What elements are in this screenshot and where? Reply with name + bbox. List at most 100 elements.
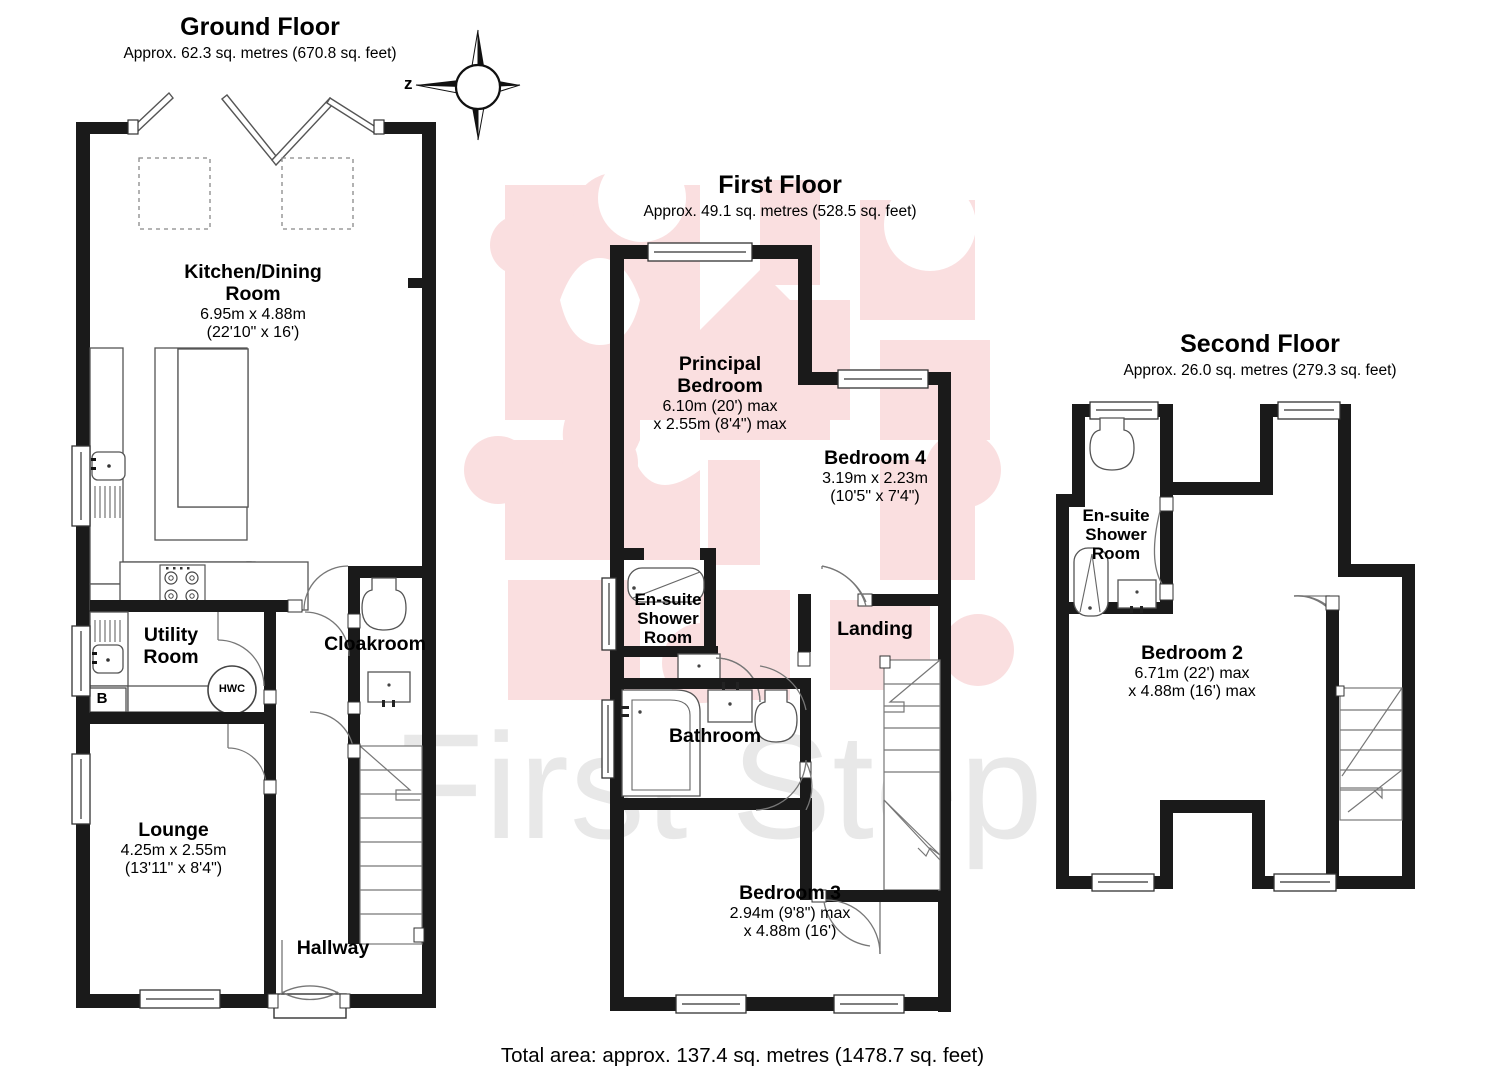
- window: [647, 242, 753, 262]
- room-dim-imperial: (10'5" x 7'4"): [830, 487, 920, 505]
- room-label-bedroom-2: Bedroom 2 6.71m (22') max x 4.88m (16') …: [1082, 642, 1302, 701]
- room-name-line2: Bedroom: [677, 374, 763, 397]
- window: [675, 994, 747, 1014]
- shower-tray-icon: [1073, 547, 1109, 617]
- skylight: [138, 157, 354, 230]
- toilet-icon: [754, 689, 798, 743]
- room-name-line3: Room: [1091, 544, 1141, 564]
- window: [139, 989, 221, 1009]
- room-name-line1: En-suite: [634, 590, 702, 609]
- room-dim-metric: 4.25m x 2.55m: [120, 841, 227, 859]
- room-name-line1: Bedroom 2: [1141, 642, 1243, 664]
- staircase: [1339, 687, 1403, 821]
- door-swing: [217, 639, 265, 687]
- basin-icon: [1117, 579, 1157, 613]
- second-floor-plan: [1056, 401, 1415, 892]
- window: [601, 577, 617, 651]
- room-name-line1: Bedroom 3: [739, 882, 841, 904]
- door-swing: [304, 611, 350, 657]
- room-label-landing: Landing: [810, 618, 940, 641]
- room-name-line3: Room: [643, 628, 693, 648]
- door-swing: [227, 747, 267, 787]
- hwc-label: HWC: [218, 683, 246, 695]
- drainer: [94, 486, 121, 518]
- compass-label: z: [404, 74, 413, 93]
- door-swing: [309, 711, 355, 757]
- room-name-line1: En-suite: [1082, 506, 1150, 525]
- room-dim-imperial: x 4.88m (16') max: [1128, 682, 1256, 700]
- ground-floor-area: Approx. 62.3 sq. metres (670.8 sq. feet): [123, 45, 397, 62]
- staircase: [359, 745, 423, 945]
- room-name-line2: Room: [143, 645, 199, 668]
- bifold-doors: [132, 91, 380, 167]
- window: [1089, 401, 1159, 420]
- room-dim-metric: 6.95m x 4.88m: [200, 305, 306, 323]
- room-name-line1: Cloakroom: [324, 633, 426, 655]
- ground-floor-title: Ground Floor: [180, 13, 340, 41]
- window: [1273, 873, 1337, 892]
- room-label-bathroom: Bathroom: [640, 725, 790, 748]
- total-area-footer: Total area: approx. 137.4 sq. metres (14…: [500, 1044, 985, 1067]
- window: [71, 625, 91, 697]
- room-label-bedroom-3: Bedroom 3 2.94m (9'8") max x 4.88m (16'): [690, 882, 890, 941]
- window: [837, 369, 929, 389]
- door-swing: [759, 665, 807, 711]
- room-dim-metric: 6.10m (20') max: [662, 397, 778, 415]
- room-dim-imperial: (22'10" x 16'): [206, 323, 300, 341]
- second-floor-area: Approx. 26.0 sq. metres (279.3 sq. feet): [1123, 362, 1397, 379]
- room-label-cloakroom: Cloakroom: [290, 633, 460, 656]
- shower-tray-icon: [627, 567, 705, 603]
- first-floor-area: Approx. 49.1 sq. metres (528.5 sq. feet): [643, 203, 917, 220]
- room-dim-metric: 6.71m (22') max: [1134, 664, 1250, 682]
- staircase: [883, 659, 941, 891]
- room-name-line1: Kitchen/Dining: [184, 261, 322, 283]
- room-name-line2: Shower: [1085, 525, 1147, 545]
- room-name-line1: Bathroom: [668, 725, 762, 747]
- window: [71, 445, 91, 527]
- basin-icon: [367, 671, 411, 707]
- window: [833, 994, 905, 1014]
- door-swing: [1153, 510, 1163, 585]
- boiler-label: B: [96, 690, 108, 707]
- bath-icon: [620, 689, 701, 797]
- room-label-ensuite-second: En-suite Shower Room: [1058, 506, 1174, 563]
- compass-rose-icon: [415, 29, 521, 141]
- window: [601, 699, 615, 779]
- room-label-kitchen-dining: Kitchen/Dining Room 6.95m x 4.88m (22'10…: [118, 261, 388, 341]
- room-name-line2: Room: [225, 282, 281, 305]
- boiler-box: [89, 687, 127, 713]
- room-dim-metric: 2.94m (9'8") max: [729, 904, 851, 922]
- room-name-line1: Landing: [837, 618, 913, 640]
- room-label-ensuite-first: En-suite Shower Room: [607, 590, 729, 647]
- room-dim-metric: 3.19m x 2.23m: [822, 469, 928, 487]
- room-name-line1: Hallway: [296, 937, 370, 959]
- room-name-line2: Shower: [637, 609, 699, 629]
- toilet-icon: [1089, 417, 1135, 471]
- room-dim-imperial: x 2.55m (8'4") max: [653, 415, 787, 433]
- toilet-icon: [361, 577, 407, 631]
- window: [1091, 873, 1155, 892]
- door-swing: [805, 761, 813, 811]
- room-label-principal-bedroom: Principal Bedroom 6.10m (20') max x 2.55…: [620, 353, 820, 433]
- room-name-line1: Principal: [678, 353, 762, 375]
- kitchen-sink-icon: [91, 451, 126, 481]
- first-floor-plan: [601, 242, 951, 1014]
- room-label-lounge: Lounge 4.25m x 2.55m (13'11" x 8'4"): [66, 819, 281, 878]
- room-name-line1: Utility: [143, 624, 199, 646]
- room-dim-imperial: (13'11" x 8'4"): [124, 859, 223, 877]
- ground-floor-plan: [71, 91, 436, 1019]
- room-label-hallway: Hallway: [268, 937, 398, 960]
- room-label-bedroom-4: Bedroom 4 3.19m x 2.23m (10'5" x 7'4"): [800, 447, 950, 506]
- room-name-line1: Bedroom 4: [824, 447, 926, 469]
- second-floor-title: Second Floor: [1180, 330, 1340, 358]
- first-floor-title: First Floor: [718, 171, 842, 199]
- window: [71, 753, 91, 825]
- room-dim-imperial: x 4.88m (16'): [743, 922, 837, 940]
- window: [1277, 401, 1341, 420]
- basin-icon: [707, 682, 753, 723]
- room-label-utility: Utility Room: [106, 624, 236, 669]
- utility-sink-icon: [92, 644, 124, 674]
